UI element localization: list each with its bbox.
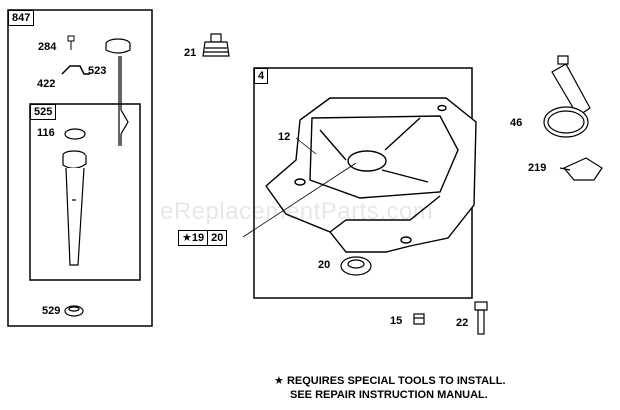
clip-422-drawing xyxy=(61,65,90,75)
kit-525-frame xyxy=(29,103,141,281)
kit-847-frame xyxy=(7,9,153,327)
star-icon: ★ xyxy=(274,375,284,387)
group-4-label: 4 xyxy=(254,68,269,84)
bolt-22-drawing xyxy=(474,301,488,335)
part-46-label: 46 xyxy=(510,117,523,129)
o-ring-116-drawing xyxy=(64,128,86,140)
leader-12 xyxy=(295,137,317,155)
camshaft-46-drawing xyxy=(543,55,591,138)
kit-525-label: 525 xyxy=(30,104,57,120)
callout-19: ★19 xyxy=(179,231,209,245)
part-422-label: 422 xyxy=(37,78,56,90)
part-21-label: 21 xyxy=(184,47,197,59)
governor-219-drawing xyxy=(559,157,603,181)
part-22-label: 22 xyxy=(456,317,469,329)
part-20-label: 20 xyxy=(318,259,331,271)
footnote-line-2: SEE REPAIR INSTRUCTION MANUAL. xyxy=(290,389,488,401)
star-icon: ★ xyxy=(182,232,192,244)
sump-housing-drawing xyxy=(265,97,477,253)
plug-21-drawing xyxy=(202,33,230,57)
footnote-line-1: ★ REQUIRES SPECIAL TOOLS TO INSTALL. xyxy=(274,375,506,388)
screw-284-drawing xyxy=(67,35,75,50)
callout-19-20: ★19 20 xyxy=(178,230,228,246)
part-12-label: 12 xyxy=(278,131,291,143)
part-529-label: 529 xyxy=(42,305,61,317)
part-19-label: 19 xyxy=(191,232,205,244)
part-219-label: 219 xyxy=(528,162,547,174)
part-116-label: 116 xyxy=(37,127,55,139)
kit-847-label: 847 xyxy=(8,10,35,26)
plug-15-drawing xyxy=(413,313,425,325)
fill-tube-drawing xyxy=(62,150,87,266)
part-284-label: 284 xyxy=(38,41,57,53)
dipstick-523-drawing xyxy=(105,38,131,146)
plug-529-drawing xyxy=(64,305,84,317)
part-523-label: 523 xyxy=(88,65,107,77)
part-15-label: 15 xyxy=(390,315,403,327)
seal-20-drawing xyxy=(340,256,372,276)
watermark: eReplacementParts.com xyxy=(160,198,434,225)
leader-19-20 xyxy=(242,162,357,238)
footnote-text-1: REQUIRES SPECIAL TOOLS TO INSTALL. xyxy=(286,375,506,387)
part-20-callout-label: 20 xyxy=(211,232,224,244)
